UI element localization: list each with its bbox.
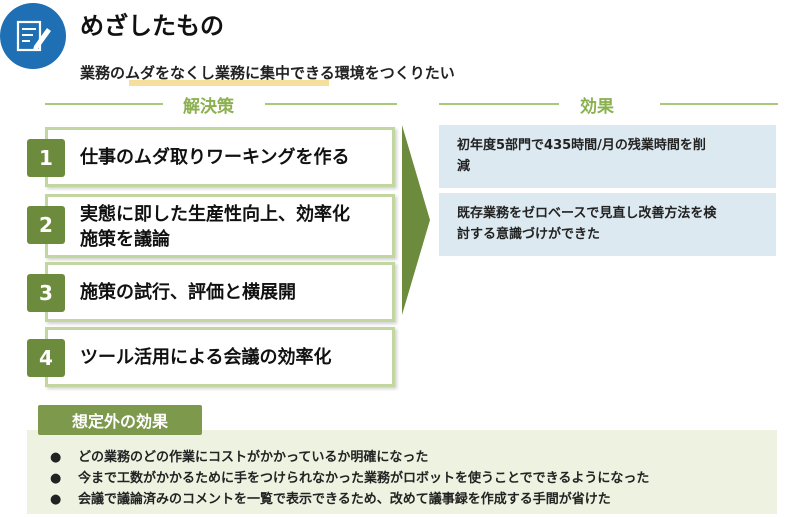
list-item: ●どの業務のどの作業にコストがかかっているか明確になった: [50, 447, 649, 468]
list-item: ●今まで工数がかかるために手をつけられなかった業務がロボットを使うことでできるよ…: [50, 468, 649, 489]
bullet-icon: ●: [50, 492, 62, 507]
solution-text-3: 施策の試行、評価と横展開: [80, 282, 296, 303]
solutions-divider-left: [45, 103, 163, 105]
page-subtitle: 業務のムダをなくし業務に集中できる環境をつくりたい: [80, 64, 455, 82]
list-item: ●会議で議論済みのコメントを一覧で表示できるため、改めて議事録を作成する手間が省…: [50, 489, 649, 510]
effect-item-2: 既存業務をゼロベースで見直し改善方法を検 討する意識づけができた: [439, 193, 776, 256]
solution-number-3: 3: [27, 274, 65, 312]
solution-number-1: 1: [27, 139, 65, 177]
solution-number-2: 2: [27, 206, 65, 244]
solution-text-1: 仕事のムダ取りワーキングを作る: [80, 147, 350, 168]
solution-item-2: [45, 194, 395, 258]
effects-divider-right: [660, 103, 778, 105]
document-edit-icon: [0, 3, 66, 69]
unexpected-effects-panel: [27, 430, 777, 514]
solution-text-4: ツール活用による会議の効率化: [80, 347, 332, 368]
effect-item-1: 初年度5部門で435時間/月の残業時間を削 減: [439, 125, 776, 188]
effects-heading: 効果: [580, 97, 614, 117]
right-arrow-icon: [402, 125, 430, 319]
bullet-icon: ●: [50, 471, 62, 486]
solutions-heading: 解決策: [183, 97, 234, 117]
subtitle-highlight: [129, 80, 329, 86]
solution-text-2b: 施策を議論: [80, 229, 170, 250]
effects-divider-left: [439, 103, 559, 105]
solution-text-2a: 実態に即した生産性向上、効率化: [80, 204, 350, 225]
solution-number-4: 4: [27, 339, 65, 377]
bullet-icon: ●: [50, 450, 62, 465]
solutions-divider-right: [265, 103, 397, 105]
effect-2-line1: 既存業務をゼロベースで見直し改善方法を検: [457, 206, 717, 221]
unexpected-effects-list: ●どの業務のどの作業にコストがかかっているか明確になった ●今まで工数がかかるた…: [50, 447, 649, 510]
effect-1-line1: 初年度5部門で435時間/月の残業時間を削: [457, 138, 706, 153]
effect-1-line2: 減: [457, 159, 471, 174]
effect-2-line2: 討する意識づけができた: [457, 227, 601, 242]
page-title: めざしたもの: [80, 12, 224, 40]
solution-item-1: [45, 127, 395, 187]
unexpected-effects-heading: 想定外の効果: [38, 405, 202, 435]
